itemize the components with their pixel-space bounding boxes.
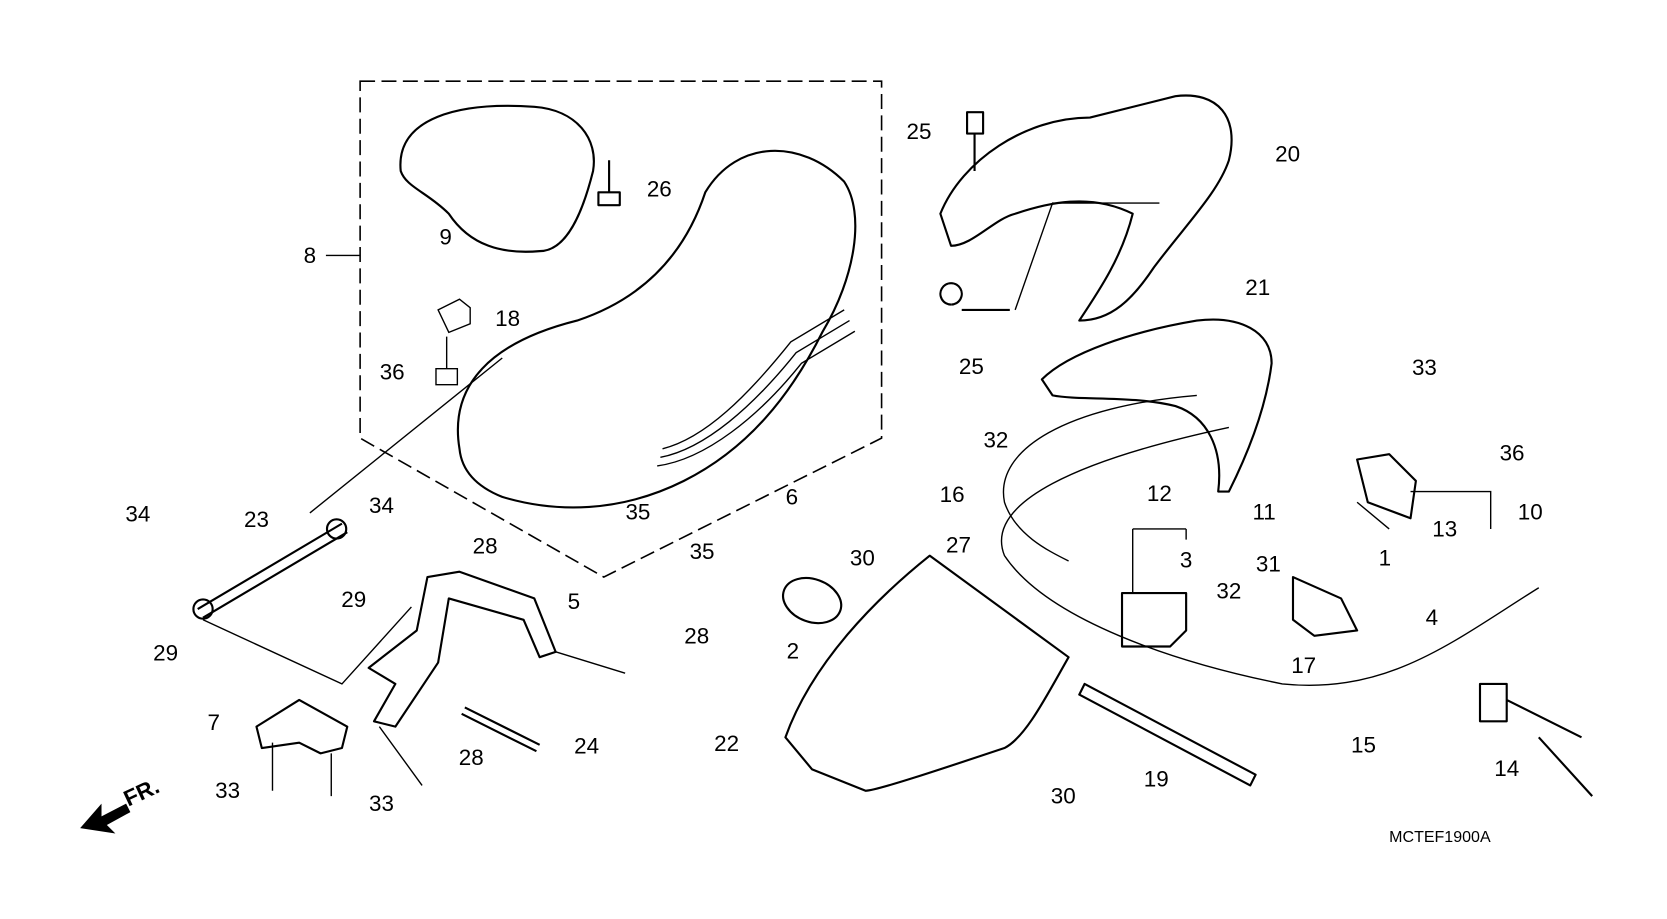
part-number-label: 34	[125, 501, 150, 526]
luggage-tray-part	[784, 554, 1070, 792]
part-number-label: 29	[153, 640, 178, 665]
part-number-label: 17	[1291, 653, 1316, 678]
strap-19	[1078, 682, 1257, 787]
part-number-label: 28	[473, 534, 498, 559]
part-number-label: 25	[959, 354, 984, 379]
part-number-label: 20	[1275, 141, 1300, 166]
part-number-label: 36	[1500, 441, 1525, 466]
part-number-label: 27	[946, 532, 971, 557]
rear-rack-part	[1040, 318, 1273, 493]
part-number-label: 18	[495, 306, 520, 331]
backrest-part	[399, 104, 595, 253]
part-number-label: 14	[1494, 756, 1519, 781]
front-direction-arrow: FR.	[80, 773, 163, 834]
diagram-code: MCTEF1900A	[1389, 828, 1491, 846]
part-number-label: 26	[647, 177, 672, 202]
part-number-label: 35	[625, 499, 650, 524]
part-number-label: 19	[1144, 766, 1169, 791]
seat-part	[456, 149, 857, 509]
part-number-label: 34	[369, 493, 394, 518]
part-number-label: 3	[1180, 547, 1192, 572]
bolt-25b	[939, 282, 1010, 311]
part-number-label: 8	[304, 243, 316, 268]
part-number-label: 25	[907, 119, 932, 144]
part-number-label: 2	[787, 638, 799, 663]
part-number-label: 23	[244, 507, 269, 532]
part-number-label: 10	[1518, 499, 1543, 524]
rear-cowl-part	[939, 94, 1233, 322]
part-number-label: 29	[341, 587, 366, 612]
part-number-label: 33	[215, 778, 240, 803]
part-number-label: 4	[1426, 605, 1438, 630]
part-number-label: 32	[1216, 578, 1241, 603]
part-number-label: 36	[380, 359, 405, 384]
part-number-label: 11	[1252, 499, 1275, 524]
part-number-label: 32	[983, 428, 1008, 453]
bracket-17	[1291, 575, 1359, 637]
part-number-label: 30	[1051, 784, 1076, 809]
part-number-label: 33	[1412, 355, 1437, 380]
part-number-label: 7	[207, 710, 219, 735]
part-number-label: 21	[1245, 275, 1270, 300]
part-number-label: 6	[786, 484, 798, 509]
cable-16	[1002, 394, 1197, 562]
part-number-label: 28	[684, 623, 709, 648]
bolt-24	[461, 706, 541, 753]
part-number-label: 35	[690, 539, 715, 564]
part-number-label: 24	[574, 733, 599, 758]
o-ring-2	[782, 576, 843, 625]
part-number-label: 5	[568, 589, 580, 614]
bolt-25a	[966, 111, 985, 171]
part-number-label: 33	[369, 791, 394, 816]
part-number-label: 30	[850, 545, 875, 570]
gas-strut-23	[197, 522, 348, 619]
plate-7	[255, 698, 349, 755]
part-number-label: 22	[714, 731, 739, 756]
part-number-label: 12	[1147, 481, 1172, 506]
bolt-26	[597, 160, 621, 207]
part-number-label: 28	[459, 745, 484, 770]
seat-assembly-group-box	[325, 80, 883, 578]
part-number-label: 15	[1351, 732, 1376, 757]
bracket-5	[367, 570, 557, 728]
part-number-label: 13	[1432, 516, 1457, 541]
part-number-label: 16	[940, 482, 965, 507]
part-number-label: 31	[1256, 552, 1281, 577]
part-number-label: 1	[1379, 545, 1391, 570]
cable-15	[1000, 426, 1540, 686]
stay-18	[435, 298, 471, 386]
latch-12	[1120, 592, 1188, 648]
latch-10	[1356, 453, 1417, 520]
part-number-label: 9	[439, 225, 451, 250]
key-cylinder-14	[1478, 682, 1593, 797]
